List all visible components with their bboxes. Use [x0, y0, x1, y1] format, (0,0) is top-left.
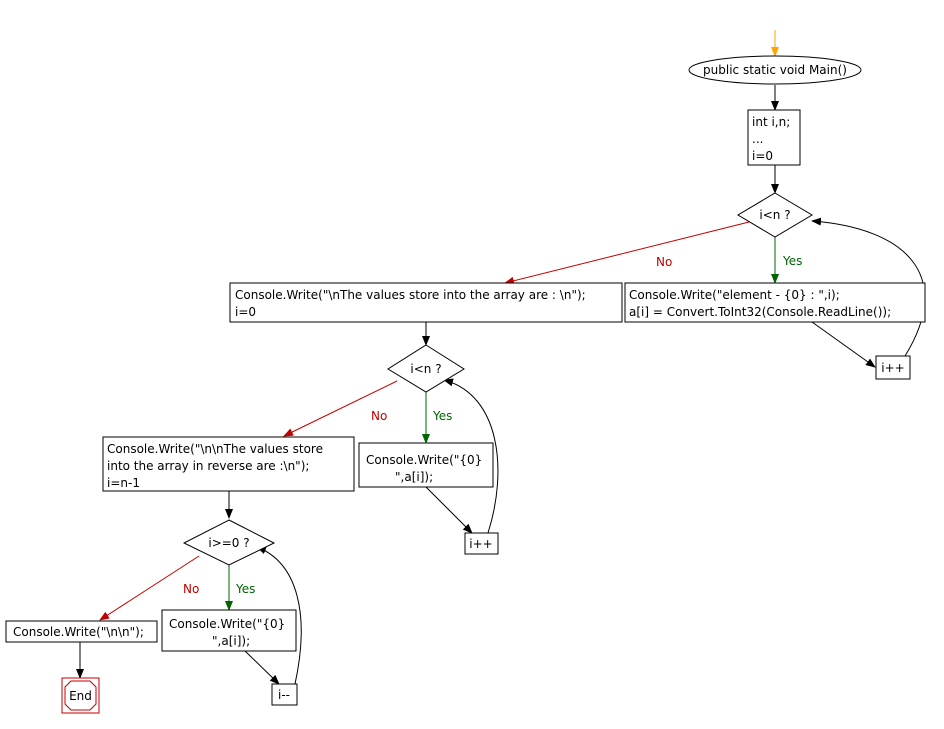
- cond2-decision: [387, 344, 465, 393]
- print-header-line-1: Console.Write("\nThe values store into t…: [235, 288, 586, 302]
- cond1-label: i<n ?: [759, 208, 790, 222]
- print-header-block: [229, 282, 623, 323]
- end-label: End: [69, 689, 92, 703]
- print-line-1: Console.Write("{0}: [366, 453, 482, 467]
- print-block: [358, 442, 494, 488]
- reverse-header-line-1: Console.Write("\n\nThe values store: [107, 442, 323, 456]
- input-line-2: a[i] = Convert.ToInt32(Console.ReadLine(…: [629, 305, 891, 319]
- inc1-block: [875, 355, 911, 380]
- final-label: Console.Write("\n\n");: [13, 625, 144, 639]
- dec-block: [271, 683, 298, 706]
- init-line-1: int i,n;: [752, 115, 790, 129]
- print-line-2: ",a[i]);: [395, 470, 433, 484]
- cond3-yes-label: Yes: [235, 582, 255, 596]
- edge-input-to-inc1: [811, 321, 876, 368]
- cond2-label: i<n ?: [410, 362, 441, 376]
- reverse-print-block: [161, 609, 297, 652]
- print-header-line-2: i=0: [235, 305, 256, 319]
- edge-inc2-loopback: [443, 378, 499, 534]
- cond2-no-label: No: [371, 409, 387, 423]
- reverse-header-line-3: i=n-1: [107, 476, 140, 490]
- init-block: [747, 109, 801, 166]
- cond3-no-label: No: [183, 582, 199, 596]
- edge-cond2-no: [283, 380, 398, 437]
- start-node: [688, 55, 862, 85]
- cond3-label: i>=0 ?: [208, 536, 249, 550]
- edge-cond3-no: [99, 555, 200, 621]
- edge-print-to-inc2: [425, 486, 473, 534]
- edge-inc1-loopback: [811, 217, 926, 357]
- reverse-header-block: [102, 436, 355, 492]
- cond2-yes-label: Yes: [432, 409, 452, 423]
- reverse-print-line-1: Console.Write("{0}: [169, 617, 285, 631]
- edge-reverse-print-to-dec: [244, 650, 280, 685]
- dec-label: i--: [278, 688, 290, 702]
- end-node-octagon: [64, 680, 97, 711]
- cond1-no-label: No: [656, 255, 672, 269]
- init-line-2: ...: [752, 132, 763, 146]
- inc2-label: i++: [469, 537, 492, 551]
- edge-cond1-no: [504, 221, 750, 285]
- cond3-decision: [182, 519, 276, 566]
- reverse-print-line-2: ",a[i]);: [212, 634, 250, 648]
- cond1-decision: [737, 192, 813, 238]
- inc1-label: i++: [881, 361, 904, 375]
- inc2-block: [464, 532, 499, 555]
- edge-dec-loopback: [256, 546, 302, 685]
- final-block: [5, 620, 158, 643]
- input-block: [624, 282, 926, 323]
- input-line-1: Console.Write("element - {0} : ",i);: [629, 288, 840, 302]
- reverse-header-line-2: into the array in reverse are :\n");: [107, 459, 309, 473]
- init-line-3: i=0: [752, 149, 773, 163]
- cond1-yes-label: Yes: [782, 254, 802, 268]
- start-label: public static void Main(): [703, 63, 847, 77]
